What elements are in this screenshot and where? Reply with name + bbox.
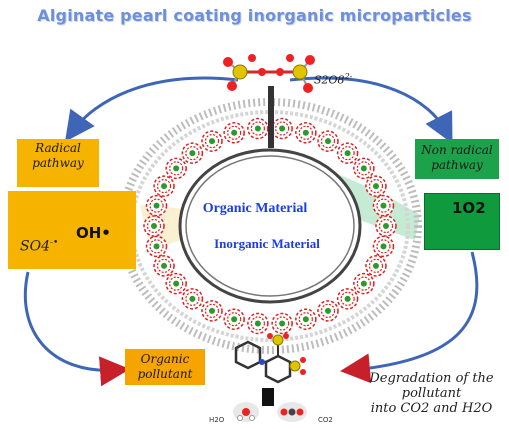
singlet-oxygen-label: 1O2 — [452, 199, 486, 217]
microparticle-bead — [181, 142, 204, 164]
water-label: H2O — [209, 416, 225, 424]
persulfate-charge: 2- — [344, 72, 353, 81]
degradation-line2: pollutant — [401, 386, 462, 401]
microparticle-ring — [143, 117, 397, 335]
nonradical-pathway-label: Non radical pathway — [415, 139, 499, 179]
inorganic-material-label: Inorganic Material — [214, 236, 320, 251]
arrow-nonradical-to-degradation — [340, 251, 479, 384]
microparticle-bead — [336, 142, 359, 164]
microparticle-bead — [247, 312, 269, 335]
hydroxyl-radical-label: OH• — [76, 224, 111, 242]
radical-pathway-label: Radical pathway — [17, 139, 99, 187]
pollutant-stem — [262, 388, 274, 406]
sulfate-formula: SO4 — [20, 238, 50, 255]
radical-species-box — [8, 191, 136, 269]
microparticle-bead — [295, 308, 317, 330]
radical-pathway-line2: pathway — [32, 156, 84, 170]
persulfate-molecule-icon — [223, 54, 315, 93]
singlet-oxygen-box — [424, 193, 500, 250]
persulfate-stem — [268, 86, 274, 148]
degradation-line3: into CO2 and H2O — [370, 401, 493, 416]
co2-label: CO2 — [318, 416, 333, 424]
microparticle-bead — [223, 308, 245, 330]
nonradical-pathway-line2: pathway — [431, 158, 483, 172]
microparticle-bead — [353, 272, 375, 295]
microparticle-bead — [375, 215, 397, 237]
microparticle-bead — [143, 215, 165, 237]
arrow-to-radical — [64, 76, 239, 142]
microparticle-bead — [201, 300, 223, 322]
co2-molecule-icon — [277, 402, 307, 422]
sulfate-radical-label: SO4-• — [20, 238, 58, 255]
sulfate-charge: -• — [49, 238, 59, 248]
microparticle-bead — [353, 157, 375, 180]
microparticle-bead — [271, 312, 293, 335]
organic-pollutant-line1: Organic — [140, 352, 190, 366]
microparticle-bead — [317, 300, 339, 322]
arrow-radical-to-pollutant — [23, 271, 130, 387]
microparticle-bead — [165, 157, 187, 180]
microparticle-bead — [145, 194, 168, 217]
persulfate-formula: S2O8 — [314, 73, 345, 87]
microparticle-bead — [201, 130, 223, 152]
arrow-to-nonradical — [289, 76, 453, 144]
microparticle-bead — [295, 122, 317, 144]
persulfate-label: S2O82- — [314, 72, 352, 87]
organic-pollutant-label: Organic pollutant — [125, 349, 205, 385]
microparticle-bead — [365, 175, 387, 197]
water-molecule-icon — [233, 402, 259, 422]
organic-material-label: Organic Material — [202, 201, 308, 216]
microparticle-bead — [372, 194, 395, 217]
core-inner-ring — [185, 155, 355, 297]
microparticle-bead — [317, 130, 339, 152]
radical-pathway-line1: Radical — [35, 141, 81, 155]
organic-pollutant-line2: pollutant — [137, 367, 193, 381]
microparticle-bead — [271, 117, 293, 140]
pollutant-molecule-icon — [234, 333, 306, 384]
microparticle-bead — [372, 235, 395, 258]
degradation-line1: Degradation of the — [369, 371, 494, 386]
microparticle-bead — [365, 255, 387, 277]
microparticle-bead — [153, 175, 175, 197]
microparticle-bead — [247, 117, 269, 140]
microparticle-bead — [153, 255, 175, 277]
microparticle-bead — [336, 288, 359, 310]
degradation-label: Degradation of the pollutant into CO2 an… — [354, 371, 509, 416]
diagram-title: Alginate pearl coating inorganic micropa… — [37, 6, 472, 25]
nonradical-pathway-line1: Non radical — [421, 143, 493, 157]
microparticle-bead — [181, 288, 204, 310]
microparticle-bead — [165, 272, 187, 295]
microparticle-bead — [223, 122, 245, 144]
microparticle-bead — [145, 235, 168, 258]
